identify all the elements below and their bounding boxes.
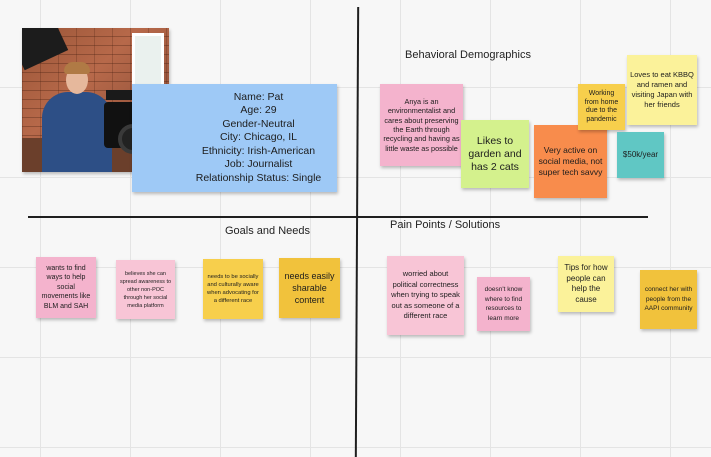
sticky-note-spread-awareness[interactable]: believes she can spread awareness to oth… — [116, 260, 175, 319]
persona-age: Age: 29 — [240, 104, 277, 117]
sticky-note-garden-cats[interactable]: Likes to garden and has 2 cats — [461, 120, 529, 188]
sticky-note-sharable-content[interactable]: needs easily sharable content — [279, 258, 340, 318]
sticky-note-working-from-home[interactable]: Working from home due to the pandemic — [578, 84, 625, 130]
quadrant-divider-horizontal — [28, 216, 648, 218]
sticky-note-political-correctness[interactable]: worried about political correctness when… — [387, 256, 464, 335]
persona-ethnicity: Ethnicity: Irish-American — [201, 144, 316, 157]
photo-person-body — [42, 92, 112, 172]
sticky-note-culturally-aware[interactable]: needs to be socially and culturally awar… — [203, 259, 263, 319]
persona-city: City: Chicago, IL — [219, 131, 298, 144]
sticky-note-income[interactable]: $50k/year — [617, 132, 664, 178]
sticky-note-find-resources[interactable]: doesn't know where to find resources to … — [477, 277, 530, 331]
sticky-note-environmentalist[interactable]: Anya is an environmentalist and cares ab… — [380, 84, 463, 166]
sticky-note-tips-help-cause[interactable]: Tips for how people can help the cause — [558, 256, 614, 312]
sticky-note-help-movements[interactable]: wants to find ways to help social moveme… — [36, 257, 96, 318]
persona-gender: Gender-Neutral — [222, 117, 295, 130]
persona-relationship: Relationship Status: Single — [195, 171, 322, 184]
section-title-behavioral: Behavioral Demographics — [405, 49, 531, 61]
persona-name: Name: Pat — [233, 90, 284, 103]
sticky-note-social-media[interactable]: Very active on social media, not super t… — [534, 125, 607, 198]
sticky-note-connect-aapi[interactable]: connect her with people from the AAPI co… — [640, 270, 697, 329]
quadrant-divider-vertical — [354, 6, 360, 457]
persona-info-card[interactable]: Name: Pat Age: 29 Gender-Neutral City: C… — [132, 84, 337, 192]
section-title-goals: Goals and Needs — [225, 225, 310, 237]
sticky-note-kbbq-japan[interactable]: Loves to eat KBBQ and ramen and visiting… — [627, 55, 697, 125]
persona-job: Job: Journalist — [224, 158, 293, 171]
section-title-pain-points: Pain Points / Solutions — [390, 219, 501, 231]
